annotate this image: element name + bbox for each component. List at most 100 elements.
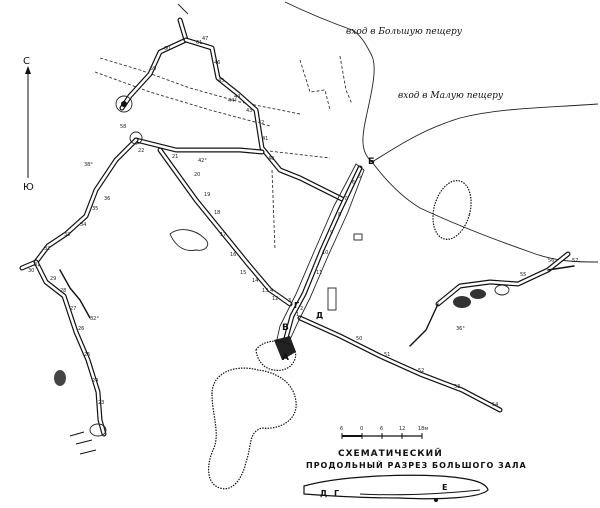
label-big-cave-entrance: вход в Большую пещеру (346, 27, 463, 37)
small-lake-east (432, 180, 472, 240)
scale-label-2: 6 (380, 426, 383, 432)
station-number: 29 (50, 276, 56, 282)
ground-hatch (69, 431, 97, 455)
chamber-west-1 (54, 370, 66, 386)
station-number: 61 (196, 40, 202, 46)
passage-north-main-inner (184, 38, 346, 202)
station-number: 59 (150, 66, 156, 72)
station-number: 12 (272, 296, 278, 302)
passage-north-main (183, 37, 347, 203)
profile-label-d: Д (320, 489, 327, 498)
passage-west-inner (20, 138, 138, 270)
scale-label-1: 0 (360, 426, 363, 432)
station-number: 23 (98, 400, 104, 406)
chamber-west-2 (89, 423, 107, 437)
station-number: 24 (92, 378, 98, 384)
station-number: 47 (202, 36, 208, 42)
station-number: 26 (78, 326, 84, 332)
dashed-line-4 (339, 55, 353, 105)
scale-label-3: 12 (399, 426, 405, 432)
scale-bar: 6 0 6 12 18м (340, 426, 428, 439)
passage-central-diagonal-inner (158, 148, 292, 306)
dashed-line-5 (271, 169, 276, 251)
station-number: 33 (64, 232, 70, 238)
station-number: 2 (300, 306, 303, 312)
cave-passages (19, 17, 575, 437)
station-number: 13 (262, 288, 268, 294)
big-hall-axis-inner (284, 166, 362, 340)
station-number: 41 (262, 136, 268, 142)
station-number: 27 (70, 306, 76, 312)
station-number: 4 (270, 288, 273, 294)
scale-label-4: 18м (418, 426, 428, 432)
station-number: 53 (454, 384, 460, 390)
passage-east-inner (436, 252, 570, 306)
lake-big-south (208, 367, 297, 490)
boulder-hall (327, 287, 337, 311)
station-number: 45 (218, 78, 224, 84)
side-branch-west (59, 269, 91, 319)
station-number: 6 (352, 180, 355, 186)
station-number: 42 (258, 120, 264, 126)
chamber-east-1 (453, 296, 471, 308)
caption-line-1: СХЕМАТИЧЕСКИЙ (338, 447, 443, 459)
compass-north: С (23, 56, 30, 67)
compass-south: Ю (23, 182, 34, 193)
chamber-central (129, 131, 143, 145)
station-number: 44 (234, 94, 240, 100)
station-number: 9 (330, 230, 333, 236)
station-number: 57 (572, 258, 578, 264)
station-number: 10 (322, 250, 328, 256)
passage-central-diagonal (157, 147, 293, 307)
station-number: 43 (246, 108, 252, 114)
profile-label-e: Е (442, 483, 447, 492)
station-number: 46 (214, 60, 220, 66)
label-point-d: Д (316, 311, 323, 320)
profile-label-g: Г (334, 489, 339, 498)
caption-line-2: ПРОДОЛЬНЫЙ РАЗРЕЗ БОЛЬШОГО ЗАЛА (306, 459, 527, 470)
station-number: 25 (84, 352, 90, 358)
profile-outline (303, 474, 489, 500)
passage-north-west-inner (120, 18, 188, 110)
chamber-a-fill (274, 336, 296, 360)
chamber-east-2 (470, 289, 486, 299)
depth-mark-2: 42° (198, 158, 207, 164)
station-number: 20 (194, 172, 200, 178)
station-number: 52 (418, 368, 424, 374)
chamber-east-3 (494, 284, 510, 296)
passage-central-upper-inner (134, 138, 264, 154)
dashed-line-3 (299, 59, 331, 111)
station-number: 56 (548, 258, 554, 264)
chamber-nw-core (121, 101, 127, 107)
compass-arrowhead-icon (25, 66, 31, 74)
dashed-line-2 (94, 71, 271, 127)
label-point-a: А (282, 353, 289, 363)
station-number: 7 (344, 196, 347, 202)
cliff-edge-east (371, 103, 599, 163)
station-number: 30 (28, 268, 34, 274)
label-point-b: Б (368, 157, 375, 167)
passage-east-down (409, 303, 439, 347)
station-number: 34 (80, 222, 86, 228)
station-number: 21 (172, 154, 178, 160)
station-number: 28 (60, 288, 66, 294)
slope-outline (371, 161, 599, 263)
cliff-edge-north (284, 1, 375, 163)
scale-fill (342, 435, 362, 437)
station-number: 58 (120, 124, 126, 130)
station-number: 54 (492, 402, 498, 408)
label-small-cave-entrance: вход в Малую пещеру (398, 91, 504, 101)
station-number: 40 (268, 156, 274, 162)
dashed-line-6 (259, 149, 331, 159)
station-number: 1 (296, 312, 299, 318)
rock-outcrop-west (169, 229, 209, 251)
surface-outline (177, 1, 599, 263)
passage-south-west-inner (34, 260, 106, 436)
station-number: 32 (44, 246, 50, 252)
gully-mark (177, 3, 189, 15)
hatch-marks (69, 431, 97, 455)
scale-label-0: 6 (340, 426, 343, 432)
station-number: 3 (288, 298, 291, 304)
station-number: 50 (356, 336, 362, 342)
